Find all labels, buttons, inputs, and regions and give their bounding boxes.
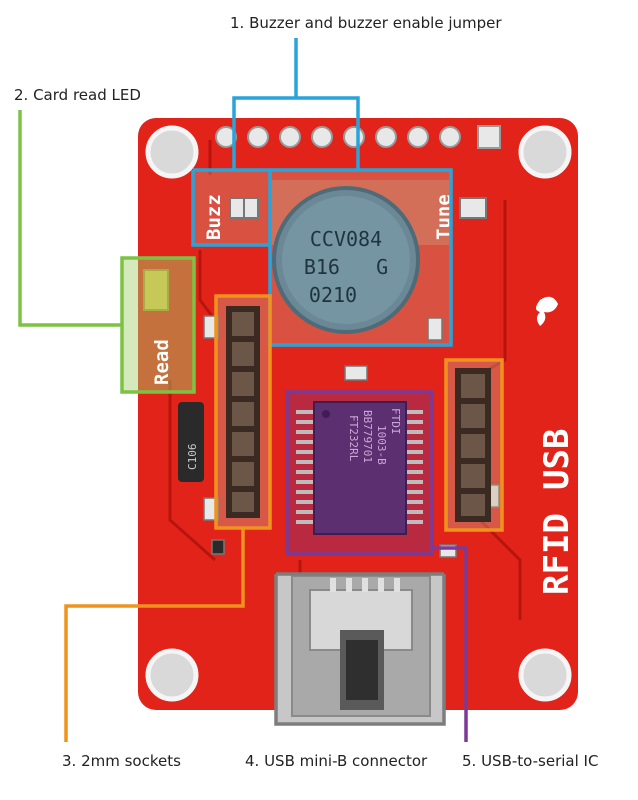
buzzer-marking-2: B16 G — [304, 255, 388, 279]
right-2mm-socket — [455, 368, 491, 522]
sparkfun-logo — [536, 296, 558, 326]
callout-buzzer-label: 1. Buzzer and buzzer enable jumper — [230, 14, 502, 32]
usb-callout-outline — [274, 572, 446, 726]
silk-buzz: Buzz — [203, 194, 225, 240]
tune-pad — [459, 197, 487, 219]
silk-read: Read — [151, 339, 173, 385]
ic-marking-2: 1003-B — [375, 425, 388, 465]
mounting-holes — [145, 125, 572, 702]
callout-led-label: 2. Card read LED — [14, 86, 141, 104]
ic-callout-outline — [285, 390, 468, 742]
callout-usb-connector-label: 4. USB mini-B connector — [245, 752, 428, 770]
silk-rfid: RFID — [537, 513, 577, 595]
ic-marking-4: FT232RL — [347, 415, 360, 462]
left-2mm-socket — [226, 306, 260, 518]
capacitor — [178, 402, 204, 482]
silk-usb: USB — [537, 429, 577, 490]
buzzer-marking-3: 0210 — [309, 283, 357, 307]
sockets-callout-outline — [64, 294, 504, 742]
led-callout-outline — [18, 110, 196, 394]
ic-marking-1: FTDI — [389, 408, 402, 435]
usb-serial-ic — [296, 401, 423, 535]
ic-marking-3: BB779701 — [361, 410, 374, 463]
usb-mini-b-connector — [276, 574, 444, 724]
callout-sockets-label: 3. 2mm sockets — [62, 752, 181, 770]
silk-cap-code: C106 — [186, 444, 199, 471]
smd-components — [203, 315, 500, 558]
buzzer-marking-1: CCV084 — [310, 227, 382, 251]
header-pads — [215, 125, 501, 149]
card-read-led — [143, 269, 169, 311]
callout-serial-ic-label: 5. USB-to-serial IC — [462, 752, 599, 770]
